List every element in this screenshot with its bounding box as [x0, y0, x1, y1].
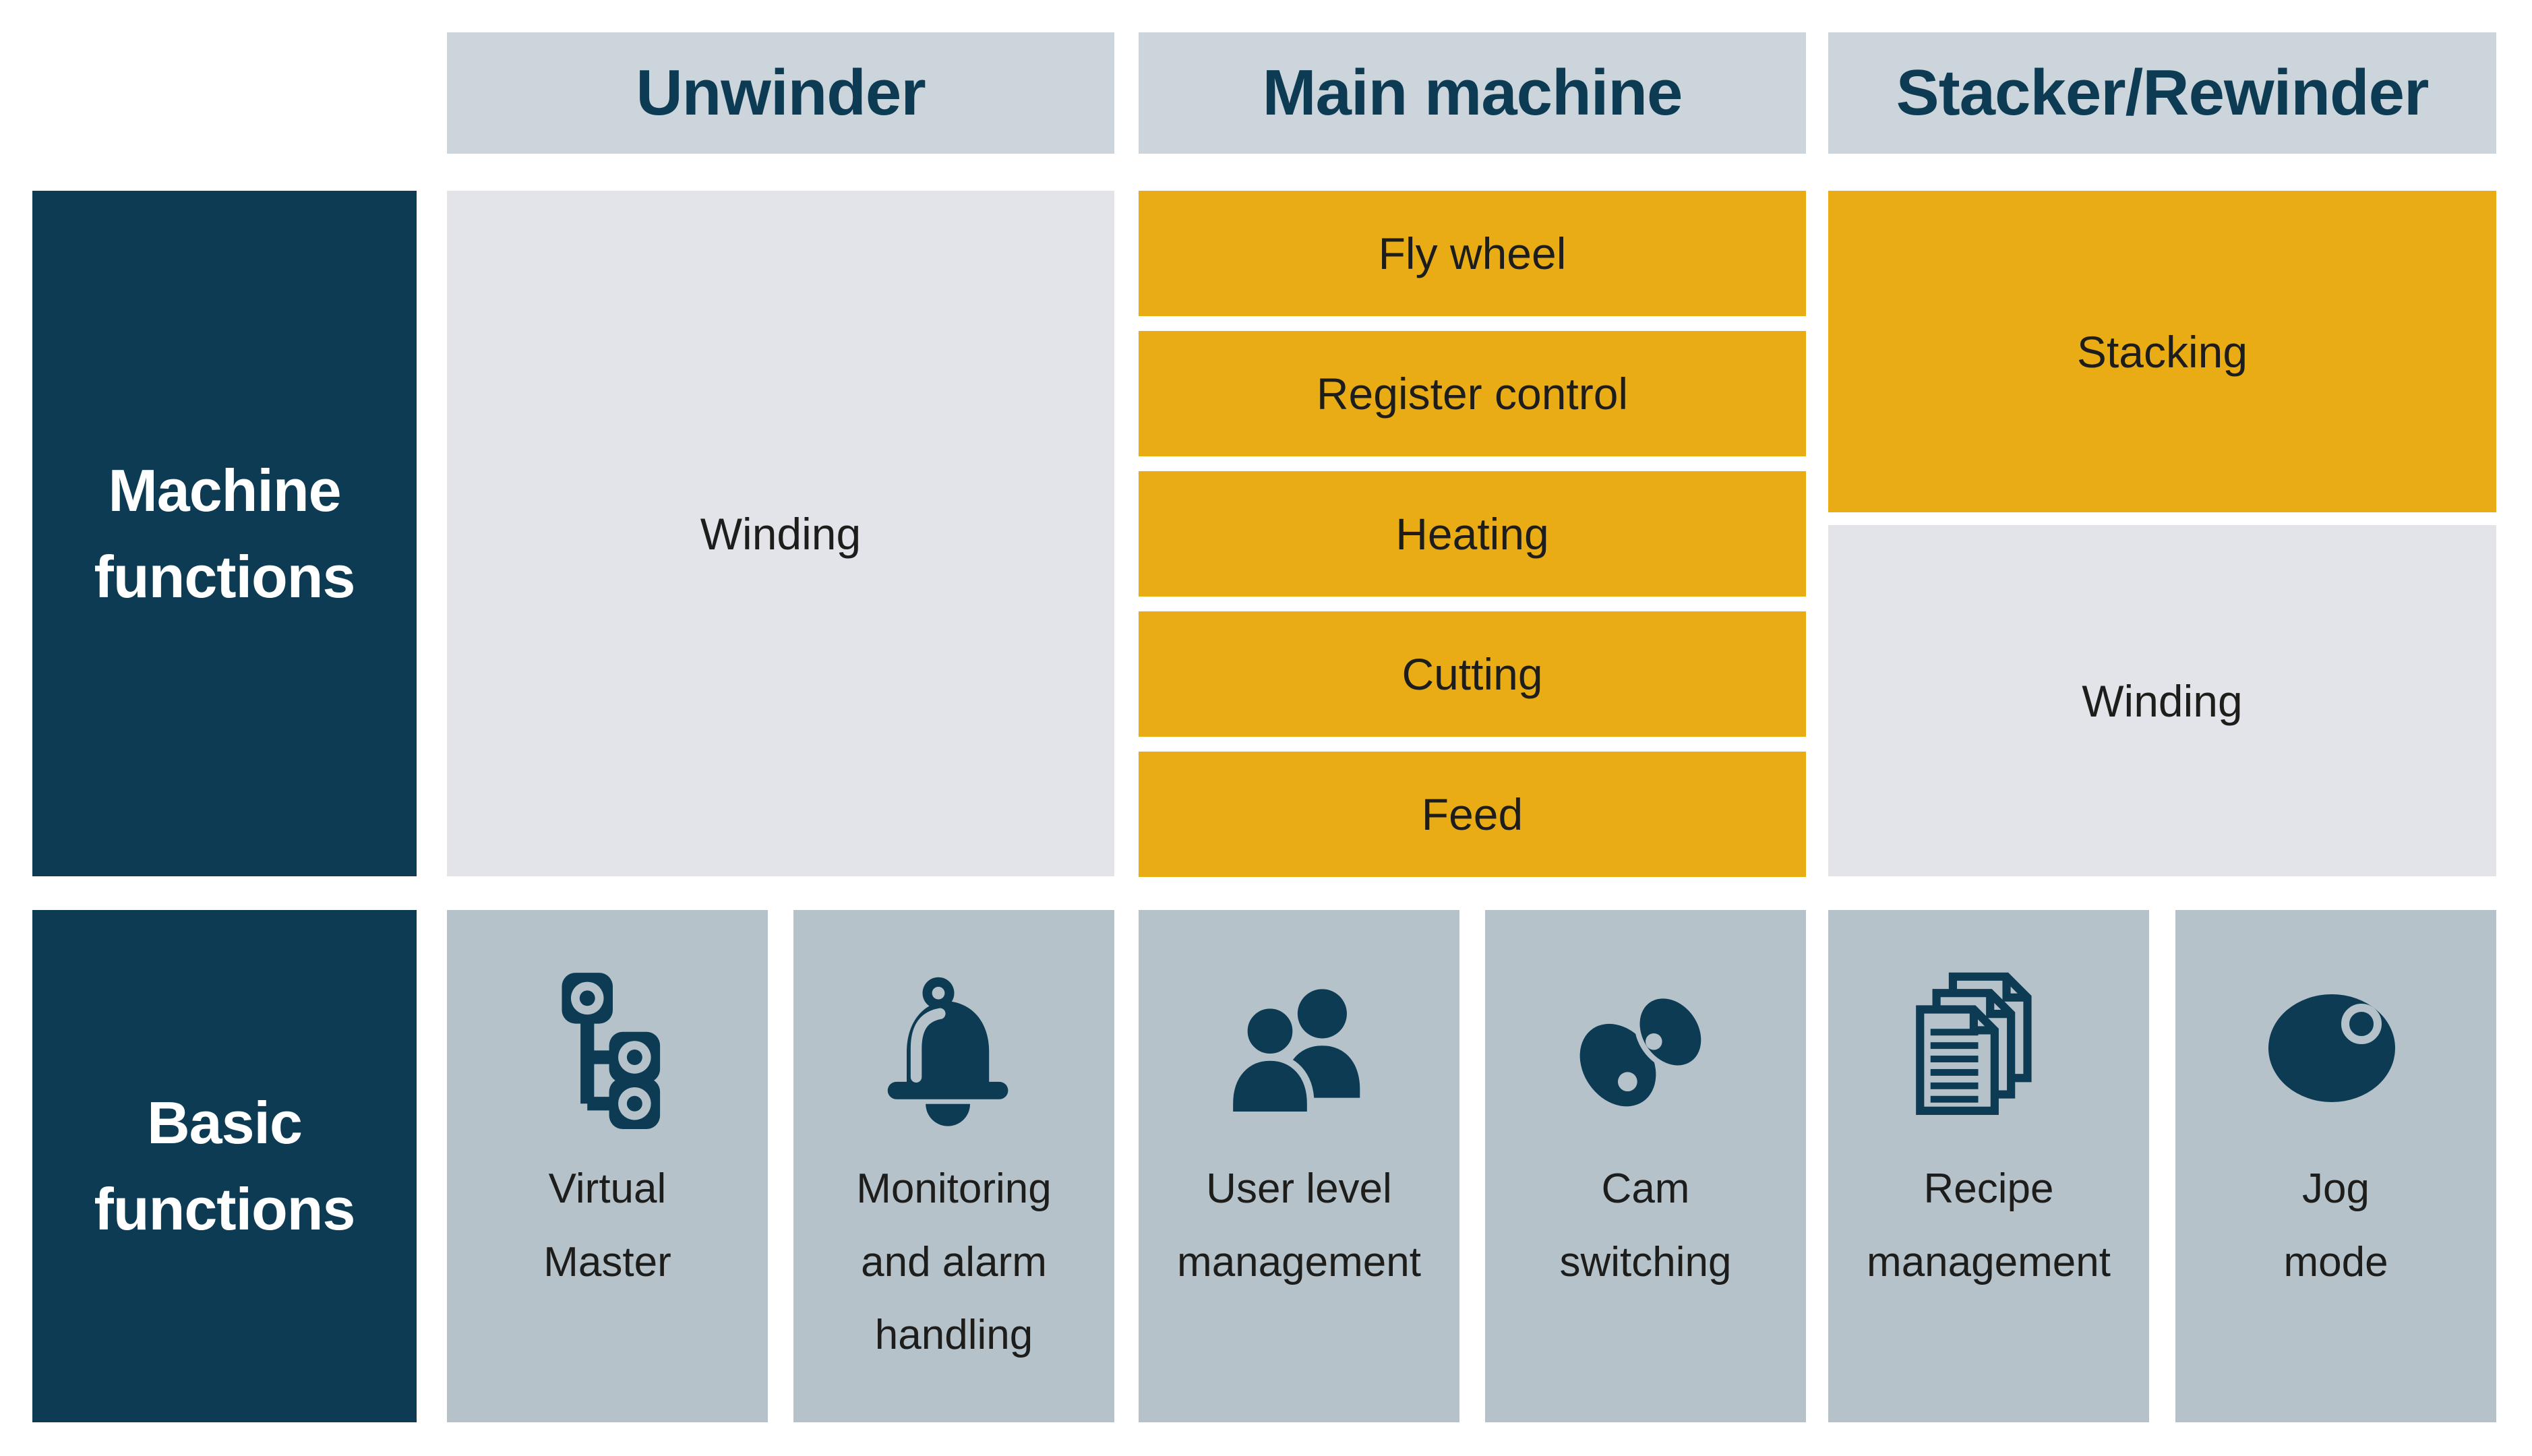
machine-function-stacking: Stacking: [1828, 191, 2496, 512]
row-label-machine-functions: Machine functions: [32, 191, 417, 876]
cam-switching-icon: [1563, 964, 1728, 1132]
basic-function-label: Jog mode: [2283, 1165, 2388, 1285]
machine-function-winding-unwinder: Winding: [447, 191, 1114, 876]
column-header-unwinder: Unwinder: [447, 32, 1114, 154]
machine-function-heating: Heating: [1139, 471, 1806, 597]
virtual-master-icon: [553, 964, 662, 1132]
basic-function-monitoring-alarm: Monitoring and alarm handling: [793, 910, 1114, 1422]
machine-function-feed: Feed: [1139, 752, 1806, 877]
basic-function-label: Virtual Master: [543, 1165, 671, 1285]
alarm-bell-icon: [875, 964, 1033, 1132]
basic-function-label: Monitoring and alarm handling: [856, 1165, 1052, 1358]
jog-mode-icon: [2248, 964, 2423, 1132]
basic-function-user-level: User level management: [1139, 910, 1459, 1422]
machine-function-register-control: Register control: [1139, 331, 1806, 456]
basic-function-label: User level management: [1177, 1165, 1421, 1285]
recipe-document-icon: [1911, 964, 2066, 1132]
basic-function-label: Cam switching: [1559, 1165, 1732, 1285]
machine-function-fly-wheel: Fly wheel: [1139, 191, 1806, 316]
row-label-basic-functions: Basic functions: [32, 910, 417, 1422]
basic-function-virtual-master: Virtual Master: [447, 910, 768, 1422]
machine-function-cutting: Cutting: [1139, 611, 1806, 737]
basic-function-jog-mode: Jog mode: [2175, 910, 2496, 1422]
basic-function-label: Recipe management: [1867, 1165, 2111, 1285]
machine-function-winding-rewinder: Winding: [1828, 525, 2496, 876]
column-header-main-machine: Main machine: [1139, 32, 1806, 154]
basic-function-recipe-management: Recipe management: [1828, 910, 2149, 1422]
user-level-icon: [1212, 964, 1386, 1132]
column-header-stacker-rewinder: Stacker/Rewinder: [1828, 32, 2496, 154]
basic-function-cam-switching: Cam switching: [1485, 910, 1806, 1422]
